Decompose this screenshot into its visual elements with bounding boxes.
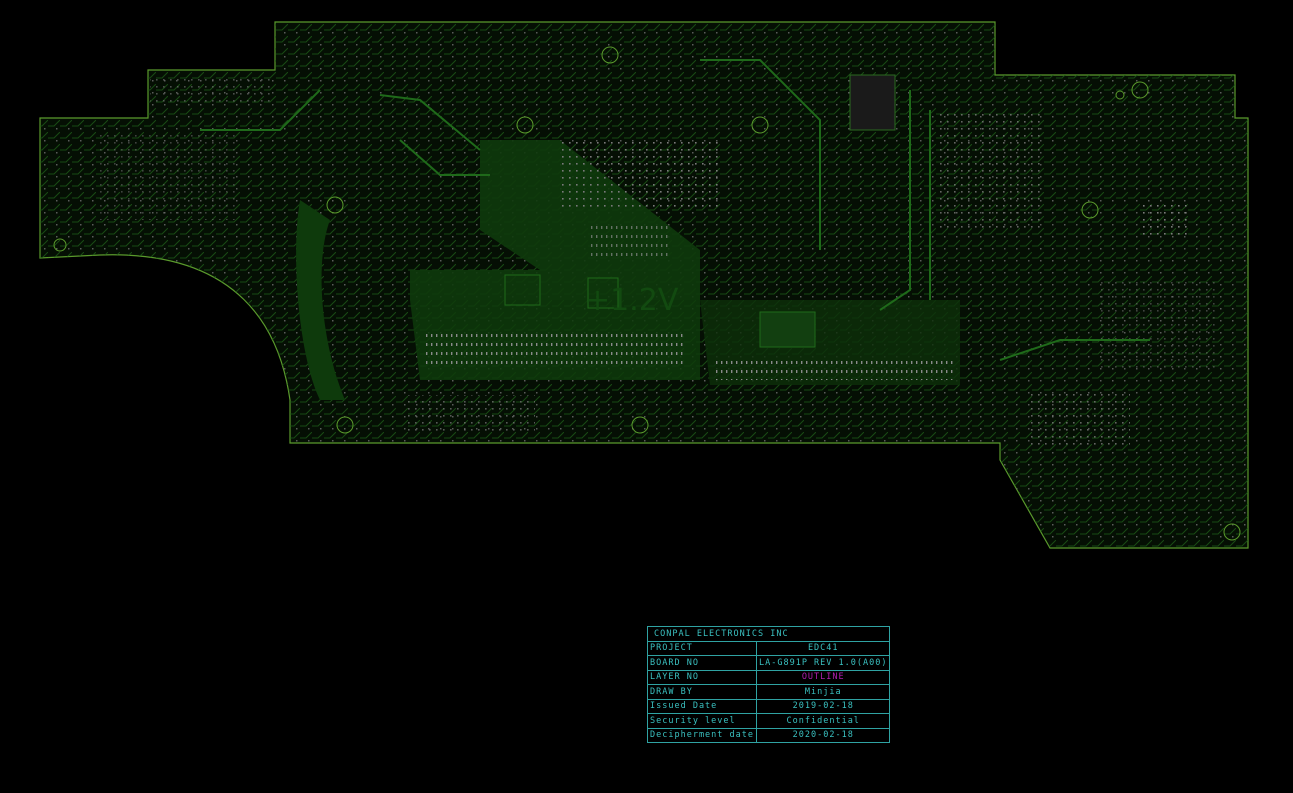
row-label: Issued Date — [647, 698, 757, 714]
row-value: 2019-02-18 — [755, 698, 891, 714]
row-label: DRAW BY — [647, 684, 757, 700]
row-value: LA-G891P REV 1.0(A00) — [755, 655, 891, 671]
component-pads — [100, 75, 1220, 450]
row-value: EDC41 — [755, 640, 891, 656]
row-label: PROJECT — [647, 640, 757, 656]
row-label: BOARD NO — [647, 655, 757, 671]
mounting-holes — [53, 46, 1241, 541]
row-label: Decipherment date — [647, 727, 757, 743]
routing-traces — [200, 59, 1150, 361]
row-value: 2020-02-18 — [755, 727, 891, 743]
plane-label: +1.2V — [585, 283, 679, 318]
company-name: CONPAL ELECTRONICS INC — [646, 626, 891, 642]
row-label: Security level — [647, 713, 757, 729]
row-value: OUTLINE — [755, 669, 891, 685]
row-label: LAYER NO — [647, 669, 757, 685]
row-value: Confidential — [755, 713, 891, 729]
row-value: Minjia — [755, 684, 891, 700]
